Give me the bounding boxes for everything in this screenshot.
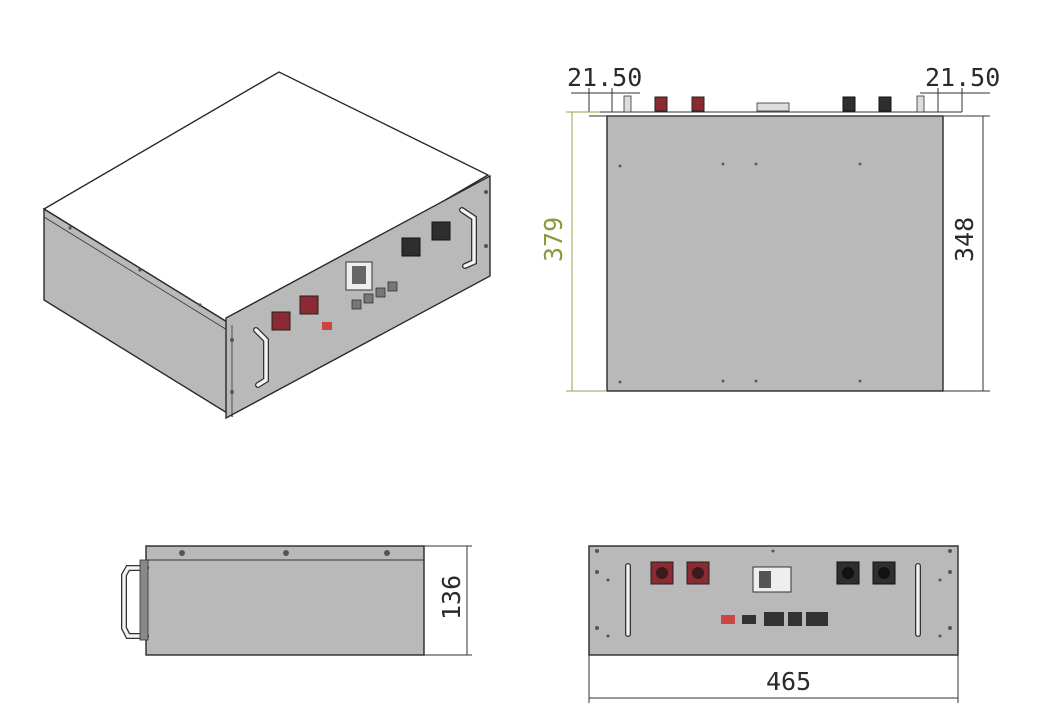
dim-front-width: 465 bbox=[588, 655, 959, 703]
front-status-indicator bbox=[721, 615, 735, 624]
iso-negative-terminal-1 bbox=[401, 237, 421, 257]
front-panel bbox=[588, 545, 959, 656]
dim-side-height: 136 bbox=[424, 545, 472, 656]
dim-right-offset: 21.50 bbox=[920, 63, 1000, 112]
top-breaker bbox=[756, 102, 790, 112]
dim-body-height-label: 348 bbox=[950, 217, 979, 262]
dim-front-width-label: 465 bbox=[766, 667, 811, 696]
iso-positive-terminal-2 bbox=[299, 295, 319, 315]
top-positive-terminal-1 bbox=[654, 96, 668, 112]
dim-total-height-label: 379 bbox=[539, 217, 568, 262]
iso-status-indicator bbox=[322, 322, 332, 330]
iso-positive-terminal-1 bbox=[271, 311, 291, 331]
top-view: 21.50 21.50 379 348 bbox=[539, 63, 1000, 392]
top-view-body bbox=[606, 115, 944, 392]
side-view: 136 bbox=[121, 545, 472, 656]
front-view: 465 bbox=[588, 545, 959, 703]
dim-side-height-label: 136 bbox=[437, 575, 466, 620]
top-negative-terminal-1 bbox=[842, 96, 856, 112]
front-breaker bbox=[752, 566, 792, 593]
isometric-view bbox=[42, 71, 491, 420]
iso-comm-ports bbox=[351, 281, 398, 310]
dim-right-offset-label: 21.50 bbox=[925, 63, 1000, 92]
top-positive-terminal-2 bbox=[691, 96, 705, 112]
iso-negative-terminal-2 bbox=[431, 221, 451, 241]
iso-screws bbox=[68, 190, 488, 394]
dim-left-offset: 21.50 bbox=[567, 63, 642, 112]
top-right-handle-post bbox=[916, 95, 925, 113]
dim-total-height: 379 bbox=[539, 111, 607, 392]
top-left-handle-post bbox=[623, 95, 632, 113]
side-view-body bbox=[145, 545, 425, 656]
top-negative-terminal-2 bbox=[878, 96, 892, 112]
front-comm-ports bbox=[764, 612, 828, 626]
iso-front-panel bbox=[225, 174, 491, 420]
dim-body-height: 348 bbox=[943, 115, 990, 392]
dim-left-offset-label: 21.50 bbox=[567, 63, 642, 92]
